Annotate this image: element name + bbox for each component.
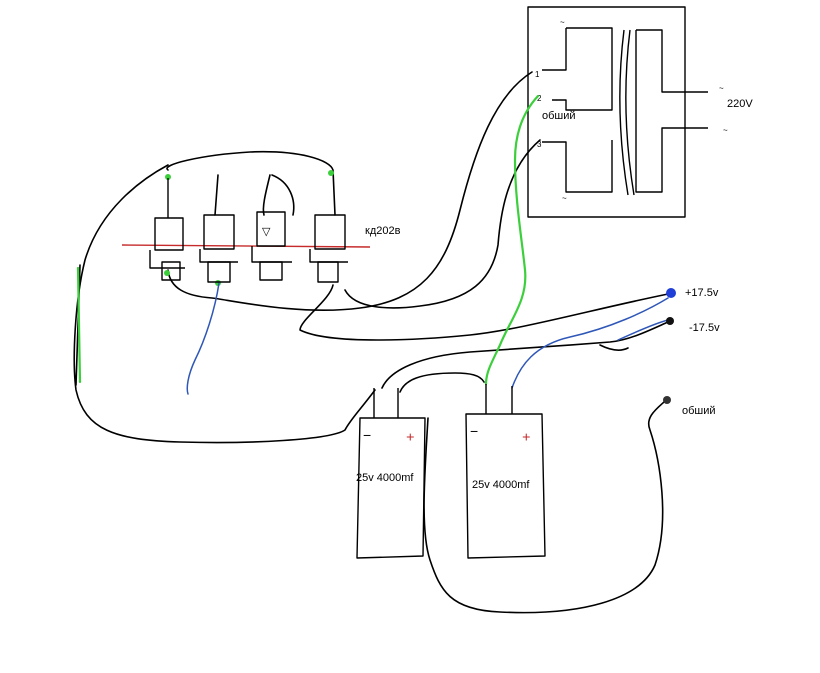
wire-bridge-top-loop	[166, 150, 336, 216]
diode-1-body	[154, 217, 184, 251]
diode-part-label: кд202в	[365, 225, 401, 237]
diode-1-tab	[161, 261, 181, 281]
capacitor-2-rating: 25v 4000mf	[472, 479, 530, 491]
green-wire-pin2-to-cap	[484, 94, 540, 386]
wire-cap1-to-cap2	[399, 372, 485, 393]
tilde-bottom: ~	[562, 194, 567, 203]
transformer-box	[527, 6, 686, 218]
blue-wire-negative	[617, 319, 669, 341]
capacitor-1-plus: +	[406, 430, 415, 446]
transformer-core-left	[619, 29, 629, 196]
diode-4-body	[314, 214, 346, 250]
transformer-primary-upper	[636, 29, 708, 93]
diode-1-base	[149, 250, 185, 269]
negative-terminal-icon	[666, 317, 674, 325]
diode-4	[309, 214, 348, 283]
transformer-common-label: обший	[542, 110, 576, 122]
wire-bridge-lead-3b	[271, 174, 295, 216]
diode-3-base	[251, 246, 292, 263]
diode-4-base	[309, 249, 348, 263]
diode-symbol-icon: ▽	[262, 226, 271, 238]
diode-2	[199, 214, 238, 283]
capacitor-2-leads	[485, 384, 513, 414]
capacitor-1-rating: 25v 4000mf	[356, 472, 414, 484]
negative-output-label: -17.5v	[689, 322, 720, 334]
output-terminals: +17.5v -17.5v обший	[663, 287, 720, 417]
tilde-mid: ~	[553, 96, 558, 105]
tilde-top: ~	[560, 18, 565, 27]
wire-pin3-to-bridge	[344, 139, 541, 309]
transformer-secondary-upper	[552, 27, 613, 111]
primary-voltage-label: 220V	[727, 98, 753, 110]
diode-4-tab	[317, 261, 339, 283]
pin-1-label: 1	[535, 70, 540, 79]
capacitor-2: − + 25v 4000mf	[465, 384, 546, 559]
green-left-rail	[76, 266, 82, 384]
green-dot-2	[328, 170, 334, 176]
transformer-secondary-lower	[542, 140, 613, 193]
capacitor-2-plus: +	[522, 430, 531, 446]
capacitor-1-body	[356, 417, 426, 559]
transformer: 1 2 3 ~ ~ ~ ~ ~ 220V обший	[527, 6, 753, 218]
green-dot-1	[165, 174, 171, 180]
capacitor-1: − + 25v 4000mf	[356, 388, 426, 559]
capacitor-1-leads	[373, 388, 399, 418]
pin-2-label: 2	[537, 94, 542, 103]
wire-bridge-lead-3	[262, 174, 271, 216]
diode-bridge: ▽ кд202в	[149, 178, 401, 283]
diode-2-base	[199, 249, 238, 263]
transformer-primary-lower	[635, 30, 708, 193]
diode-2-body	[203, 214, 235, 250]
black-wires	[73, 71, 669, 614]
green-wires	[76, 94, 540, 386]
tilde-primary-top: ~	[719, 84, 724, 93]
diode-3-tab	[259, 261, 283, 281]
common-output-label: обший	[682, 405, 716, 417]
blue-wires	[186, 282, 669, 395]
diode-2-tab	[207, 261, 231, 283]
diode-3: ▽	[251, 211, 292, 281]
wire-pin1-to-bridge	[167, 71, 533, 311]
positive-terminal-icon	[666, 288, 676, 298]
capacitor-1-minus: −	[363, 427, 371, 443]
diode-3-body	[256, 211, 286, 247]
diode-1	[149, 178, 185, 281]
blue-wire-positive	[511, 297, 669, 389]
capacitor-2-body	[465, 413, 546, 559]
wire-to-positive	[299, 284, 669, 341]
wire-common-loop	[423, 401, 665, 614]
capacitor-2-minus: −	[470, 423, 478, 439]
common-terminal-icon	[663, 396, 671, 404]
transformer-tap-1	[542, 28, 567, 71]
pin-3-label: 3	[537, 140, 542, 149]
positive-output-label: +17.5v	[685, 287, 719, 299]
wire-bridge-lead-2	[214, 174, 219, 216]
wire-to-negative	[381, 321, 669, 389]
wire-negative-stub	[599, 344, 629, 351]
red-line	[121, 244, 371, 248]
transformer-core-right	[625, 29, 635, 196]
blue-wire-bridge	[186, 282, 220, 395]
tilde-primary-bottom: ~	[723, 126, 728, 135]
green-dot-4	[164, 270, 170, 276]
wire-left-loop	[73, 164, 376, 444]
